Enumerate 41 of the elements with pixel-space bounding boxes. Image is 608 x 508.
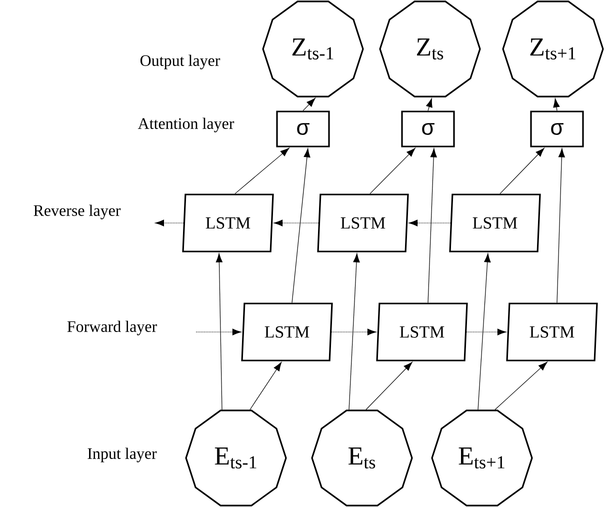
lstm-box: LSTM [317,194,409,252]
lstm-box: LSTM [506,302,598,362]
decagon-node: E$_{ts}$ [311,410,413,506]
arrow [428,148,437,303]
arrow [348,253,360,410]
sigma-box: σ [401,110,455,148]
layer-label: Attention layer [138,118,234,132]
arrow [331,328,376,336]
arrow [155,220,184,226]
arrow [500,148,544,194]
layer-label: Input layer [88,448,157,462]
decagon-node: E$_{ts+1}$ [431,410,533,506]
decagon-node: Z$_{ts}$ [379,0,481,98]
decagon-node: Z$_{ts-1}$ [262,0,364,98]
sigma-box: σ [276,110,330,148]
sigma-box: σ [530,110,584,148]
arrow [370,148,416,194]
arrow [466,328,506,336]
decagon-node: Z$_{ts+1}$ [502,0,604,98]
arrow [196,328,242,336]
lstm-box: LSTM [376,302,468,362]
arrow [366,362,412,410]
arrow [234,148,290,194]
arrow [216,253,222,410]
arrow [494,362,548,410]
arrow [408,220,451,226]
lstm-box: LSTM [241,302,333,362]
arrow [556,148,565,303]
decagon-node: E$_{ts-1}$ [185,410,287,506]
arrow [274,220,319,226]
arrow [250,362,282,410]
lstm-box: LSTM [182,194,274,252]
layer-label: Reverse layer [34,204,121,220]
arrow [292,148,310,303]
layer-label: Forward layer [67,320,157,336]
arrow [426,98,432,111]
arrow [478,253,491,410]
layer-label: Output layer [140,54,220,70]
lstm-box: LSTM [449,194,541,252]
arrow [553,98,560,111]
arrow [302,98,316,111]
